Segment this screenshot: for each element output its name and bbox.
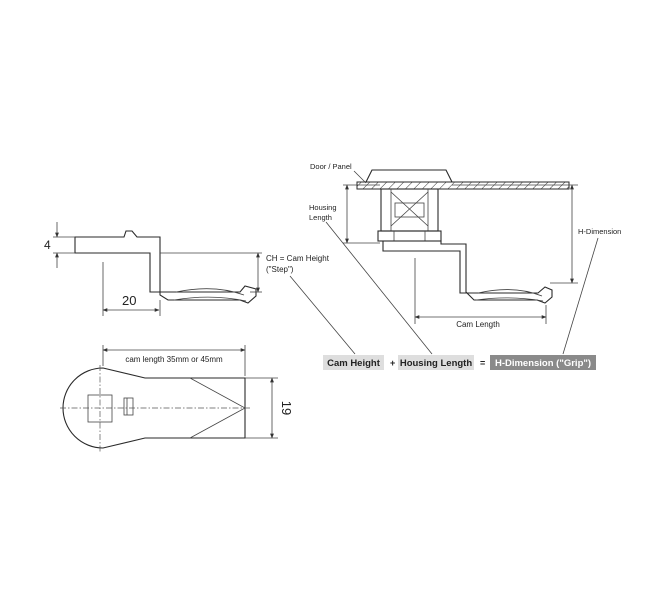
cam-profile bbox=[74, 230, 257, 304]
slot bbox=[123, 397, 134, 416]
dim-19-label: 19 bbox=[279, 401, 294, 415]
housing-length-chip bbox=[398, 355, 474, 370]
housing-length-leader bbox=[325, 221, 433, 355]
grip-formula: Cam Height + Housing Length = H-Dimensio… bbox=[323, 355, 596, 370]
h-dimension-leader bbox=[562, 237, 599, 355]
cam-top-view: cam length 35mm or 45mm 19 bbox=[60, 345, 294, 452]
housing-label-line2: Length bbox=[309, 213, 332, 222]
housing-cross bbox=[390, 191, 429, 227]
cam-outline bbox=[62, 367, 246, 449]
cam-twist-line bbox=[475, 297, 544, 302]
lock-housing bbox=[380, 188, 439, 232]
dim-20-label: 20 bbox=[122, 293, 136, 308]
formula-result: H-Dimension ("Grip") bbox=[495, 358, 591, 369]
formula-term-cam-height: Cam Height bbox=[327, 358, 381, 369]
ch-label-line2: ("Step") bbox=[266, 265, 294, 274]
cam-twist-line bbox=[477, 289, 543, 297]
housing-window bbox=[394, 202, 425, 218]
door-panel-label: Door / Panel bbox=[310, 162, 352, 171]
lock-assembly-view: Door / Panel Housing Length H-Dimension … bbox=[309, 162, 621, 329]
formula-plus: + bbox=[390, 358, 395, 368]
door-panel bbox=[356, 181, 570, 190]
door-panel-leader bbox=[353, 170, 367, 184]
h-dimension-chip bbox=[490, 355, 596, 370]
dim-4-label: 4 bbox=[44, 238, 51, 252]
lock-cam bbox=[382, 240, 553, 304]
square-hole bbox=[87, 394, 113, 423]
lock-flange bbox=[365, 169, 453, 183]
cam-height-leader bbox=[289, 275, 356, 355]
formula-term-housing-length: Housing Length bbox=[400, 358, 472, 369]
housing-label-line1: Housing bbox=[309, 203, 337, 212]
cam-twist-line bbox=[175, 288, 245, 296]
cam-side-view: 4 20 CH = Cam Height ("Step") bbox=[44, 222, 330, 316]
cam-twist-line bbox=[173, 296, 247, 302]
h-dimension-label: H-Dimension bbox=[578, 227, 621, 236]
formula-leaders bbox=[289, 221, 599, 355]
cam-length-label: Cam Length bbox=[456, 320, 500, 329]
lock-nut bbox=[377, 230, 442, 242]
cam-length-options-label: cam length 35mm or 45mm bbox=[125, 355, 223, 364]
formula-equals: = bbox=[480, 358, 485, 368]
ch-label-line1: CH = Cam Height bbox=[266, 254, 330, 263]
cam-height-chip bbox=[323, 355, 384, 370]
